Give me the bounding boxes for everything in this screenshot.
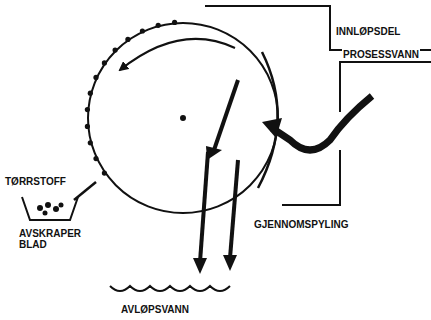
filter-bump	[93, 156, 98, 161]
filter-bump	[88, 91, 93, 96]
filter-bump	[125, 37, 130, 42]
filter-bump	[102, 171, 107, 176]
filter-bump	[85, 124, 90, 129]
part-label: AVSKRAPER BLAD	[18, 228, 82, 250]
filter-bump	[113, 48, 118, 53]
filter-bump	[172, 20, 177, 25]
filter-bump	[156, 23, 161, 28]
part-label: TØRRSTOFF	[4, 176, 67, 187]
filter-bump	[93, 75, 98, 80]
part-label: INNLØPSDEL	[335, 26, 401, 37]
part-label: GJENNOMSPYLING	[253, 219, 349, 230]
part-label: PROSESSVANN	[342, 49, 420, 60]
filter-bump	[85, 107, 90, 112]
part-label: AVLØPSVANN	[120, 304, 190, 315]
filter-bump	[102, 60, 107, 65]
filter-bump	[140, 28, 145, 33]
filter-bump	[88, 140, 93, 145]
